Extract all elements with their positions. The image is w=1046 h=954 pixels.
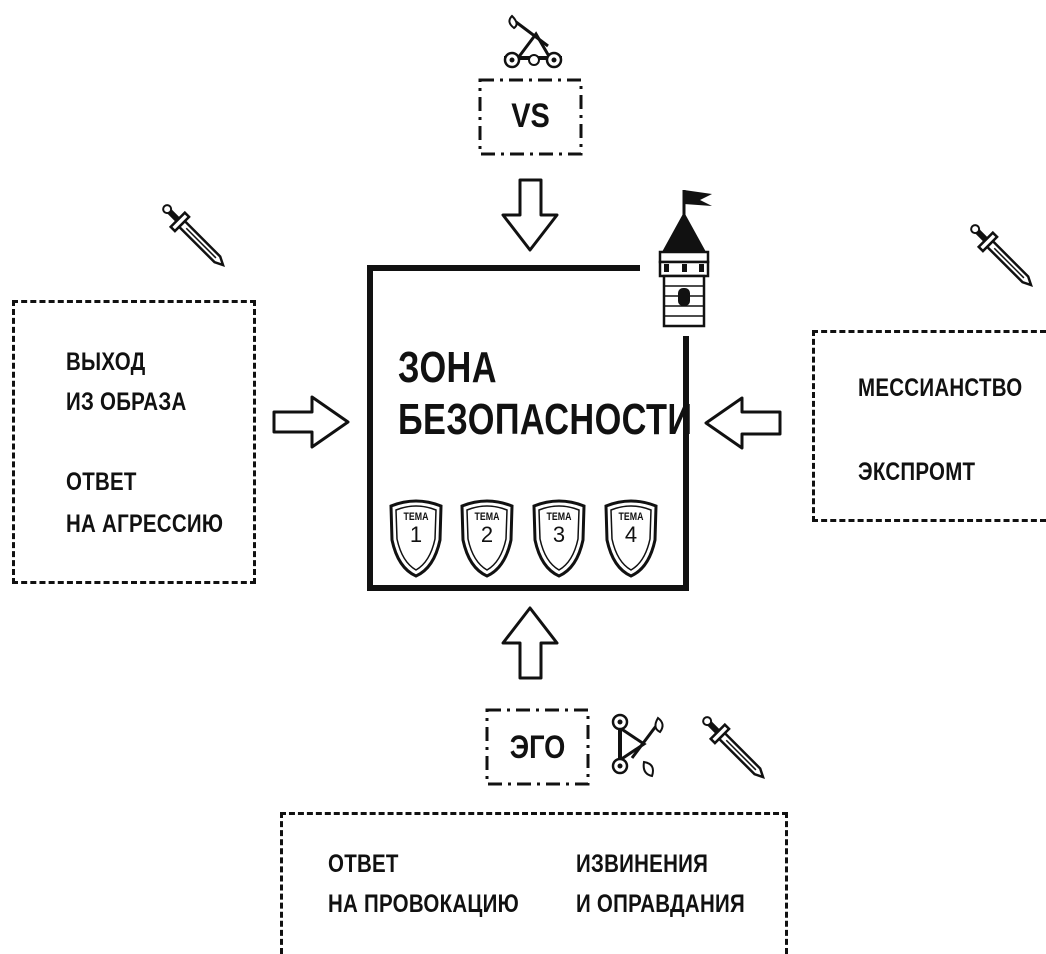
catapult-icon-bottom (611, 713, 664, 778)
theme-shield-1 (389, 499, 443, 578)
theme-label-4: ТЕМА 4 (618, 511, 644, 547)
vs-box-frame (478, 78, 583, 156)
catapult-icon-top (503, 14, 563, 69)
castle-tower-icon (658, 190, 712, 328)
safety-zone-frame (367, 265, 689, 591)
arrow-down (501, 178, 559, 252)
right-item-2: ЭКСПРОМТ (858, 458, 976, 486)
theme-label-1: ТЕМА 1 (403, 511, 429, 547)
ego-box-frame (485, 708, 590, 786)
theme-shield-3 (532, 499, 586, 578)
right-item-1: МЕССИАНСТВО (858, 374, 1023, 402)
arrow-right (272, 395, 350, 449)
arrow-up (501, 606, 559, 680)
theme-label-2: ТЕМА 2 (474, 511, 500, 547)
safety-zone-title-line1: ЗОНА (398, 343, 497, 392)
bottom-dashed-box (280, 812, 788, 954)
left-item-1-line1: ВЫХОД (66, 348, 146, 376)
theme-label-3: ТЕМА 3 (546, 511, 572, 547)
sword-icon-left (162, 204, 225, 267)
left-dashed-box (12, 300, 256, 584)
theme-shield-4 (604, 499, 658, 578)
bottom-col1-line1: ОТВЕТ (328, 850, 399, 878)
safety-zone-title-line2: БЕЗОПАСНОСТИ (398, 395, 693, 444)
bottom-col1-line2: НА ПРОВОКАЦИЮ (328, 890, 519, 918)
ego-label: ЭГО (509, 729, 566, 765)
theme-shield-2 (460, 499, 514, 578)
bottom-col2-line1: ИЗВИНЕНИЯ (576, 850, 709, 878)
sword-icon-bottom (702, 716, 765, 779)
right-dashed-box (812, 330, 1046, 522)
arrow-left (704, 396, 782, 450)
bottom-col2-line2: И ОПРАВДАНИЯ (576, 890, 745, 918)
vs-label: VS (511, 97, 550, 135)
left-item-1-line2: ИЗ ОБРАЗА (66, 388, 187, 416)
sword-icon-right (970, 224, 1033, 287)
left-item-2-line1: ОТВЕТ (66, 468, 137, 496)
left-item-2-line2: НА АГРЕССИЮ (66, 510, 224, 538)
